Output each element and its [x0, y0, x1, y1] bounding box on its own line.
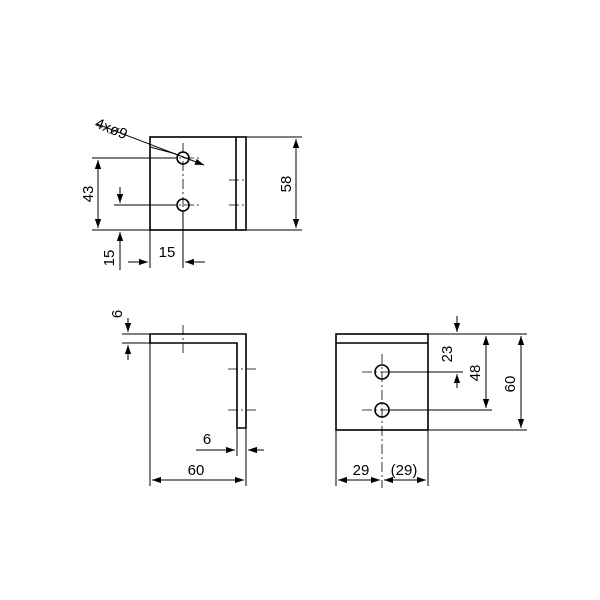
dim-6-side-label: 6 [203, 431, 211, 448]
dim-29-left-label: 29 [353, 462, 370, 479]
front-plate-outline [149, 136, 247, 231]
dim-60-height-label: 60 [502, 376, 519, 393]
dim-60-depth-label: 60 [188, 462, 205, 479]
hole-callout-label: 4xø9 [93, 115, 130, 143]
dim-48-label: 48 [467, 365, 484, 382]
dim-29-right-label: (29) [391, 462, 418, 479]
callout-leader [96, 123, 205, 166]
dim-6-top-label: 6 [109, 310, 126, 318]
front-view: 4xø9 58 43 15 15 [80, 115, 302, 270]
dim-23-label: 23 [439, 346, 456, 363]
end-view: 29 (29) 23 48 60 [335, 316, 527, 488]
dim-15h-label: 15 [159, 244, 176, 261]
dim-58-label: 58 [278, 176, 295, 193]
side-view: 6 6 60 [109, 310, 264, 486]
bracket-profile [149, 333, 247, 429]
callout-leader-tail [149, 146, 177, 155]
dim-43-label: 43 [80, 186, 97, 203]
dim-15v-label: 15 [101, 250, 118, 267]
